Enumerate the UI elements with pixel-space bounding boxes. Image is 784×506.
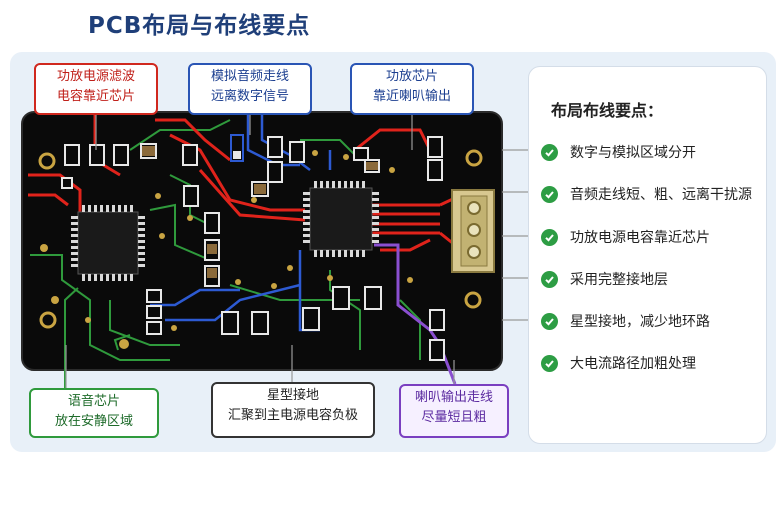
key-point-item: 星型接地，减少地环路 xyxy=(541,309,710,333)
key-point-text: 大电流路径加粗处理 xyxy=(570,356,696,372)
callout-speaker-trace-line1: 喇叭输出走线 xyxy=(414,390,493,405)
callout-amp-power-cap: 功放电源滤波 电容靠近芯片 xyxy=(34,63,158,115)
callout-voice-chip-line1: 语音芯片 xyxy=(67,394,120,409)
callout-analog-audio-trace-line2: 远离数字信号 xyxy=(210,89,289,104)
callout-star-ground-line2: 汇聚到主电源电容负极 xyxy=(227,408,358,423)
callout-voice-chip-line2: 放在安静区域 xyxy=(54,414,133,429)
check-icon xyxy=(541,354,558,372)
key-point-item: 大电流路径加粗处理 xyxy=(541,351,696,375)
check-icon xyxy=(541,228,558,246)
page-title: PCB布局与布线要点 xyxy=(88,13,311,39)
check-icon xyxy=(541,185,558,203)
callout-speaker-trace: 喇叭输出走线 尽量短且粗 xyxy=(399,384,509,438)
key-points-panel: 布局布线要点： 数字与模拟区域分开 音频走线短、粗、远离干扰源 功放电源电容靠近… xyxy=(528,66,767,444)
callout-amp-power-cap-line2: 电容靠近芯片 xyxy=(56,89,135,104)
callout-analog-audio-trace: 模拟音频走线 远离数字信号 xyxy=(188,63,312,115)
check-icon xyxy=(541,270,558,288)
check-icon xyxy=(541,312,558,330)
key-point-text: 采用完整接地层 xyxy=(570,272,668,288)
callout-analog-audio-trace-line1: 模拟音频走线 xyxy=(210,69,289,84)
check-icon xyxy=(541,143,558,161)
key-points-heading: 布局布线要点： xyxy=(551,101,664,120)
key-point-item: 采用完整接地层 xyxy=(541,267,668,291)
key-point-text: 功放电源电容靠近芯片 xyxy=(570,230,710,246)
callout-amp-chip-line1: 功放芯片 xyxy=(385,69,438,84)
callout-speaker-trace-line2: 尽量短且粗 xyxy=(421,410,487,425)
key-point-text: 音频走线短、粗、远离干扰源 xyxy=(570,187,752,203)
callout-amp-chip: 功放芯片 靠近喇叭输出 xyxy=(350,63,474,115)
key-point-item: 功放电源电容靠近芯片 xyxy=(541,225,710,249)
callout-star-ground: 星型接地 汇聚到主电源电容负极 xyxy=(211,382,375,438)
key-point-item: 音频走线短、粗、远离干扰源 xyxy=(541,182,752,206)
callout-amp-chip-line2: 靠近喇叭输出 xyxy=(372,89,451,104)
key-point-text: 星型接地，减少地环路 xyxy=(570,314,710,330)
callout-voice-chip: 语音芯片 放在安静区域 xyxy=(29,388,159,438)
key-point-text: 数字与模拟区域分开 xyxy=(570,145,696,161)
key-point-item: 数字与模拟区域分开 xyxy=(541,140,696,164)
callout-star-ground-line1: 星型接地 xyxy=(266,388,319,403)
callout-amp-power-cap-line1: 功放电源滤波 xyxy=(56,69,135,84)
